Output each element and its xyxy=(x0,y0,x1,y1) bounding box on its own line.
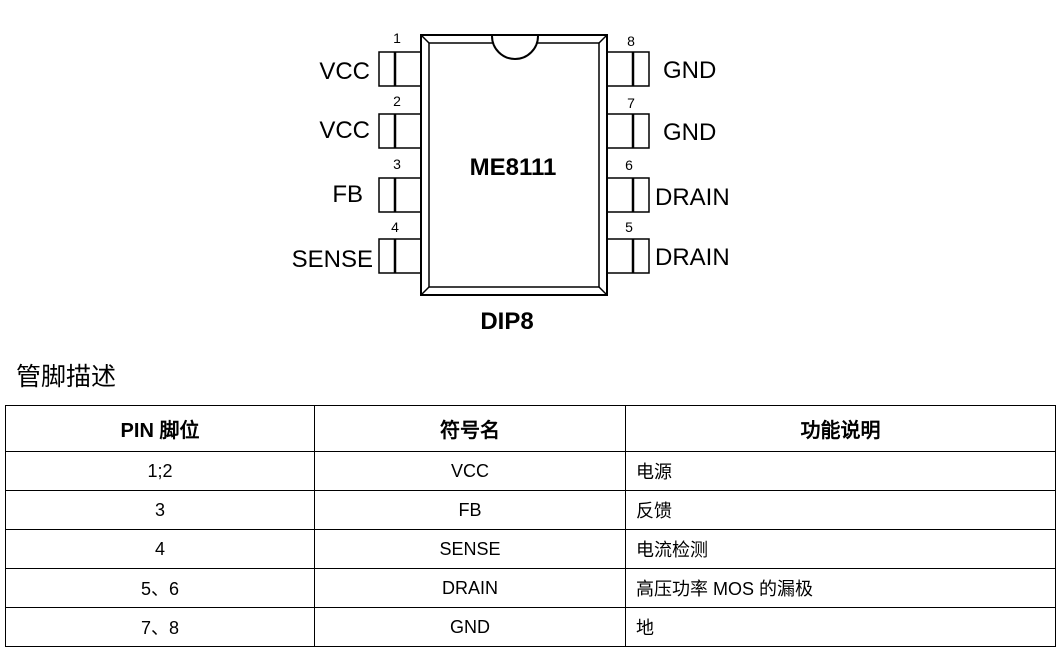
cell-function: 地 xyxy=(625,607,1056,647)
pin-number: 8 xyxy=(627,33,635,49)
pin-label: FB xyxy=(332,181,363,208)
left-pin-4: 4 SENSE xyxy=(292,219,422,274)
header-symbol: 符号名 xyxy=(314,405,626,452)
header-pin: PIN 脚位 xyxy=(5,405,315,452)
cell-function: 反馈 xyxy=(625,490,1056,530)
table-row: 4 SENSE 电流检测 xyxy=(5,529,1056,569)
pin-label: GND xyxy=(663,57,716,84)
cell-symbol: VCC xyxy=(314,451,626,491)
pin-label: VCC xyxy=(319,117,370,144)
cell-symbol: DRAIN xyxy=(314,568,626,608)
cell-pin: 4 xyxy=(5,529,315,569)
pin-number: 7 xyxy=(627,95,635,111)
right-pin-5: 5 DRAIN xyxy=(606,219,730,274)
package-name: DIP8 xyxy=(480,308,533,335)
header-function: 功能说明 xyxy=(625,405,1056,452)
table-row: 7、8 GND 地 xyxy=(5,607,1056,647)
pin-number: 4 xyxy=(391,219,399,235)
cell-pin: 7、8 xyxy=(5,607,315,647)
table-header-row: PIN 脚位 符号名 功能说明 xyxy=(5,405,1056,452)
table-row: 1;2 VCC 电源 xyxy=(5,451,1056,491)
table-row: 3 FB 反馈 xyxy=(5,490,1056,530)
chip-name: ME8111 xyxy=(470,154,557,181)
dip8-pinout-diagram: 1 VCC 2 VCC 3 FB 4 SENSE 8 GND 7 GND 6 D… xyxy=(292,30,730,335)
chip-body-outer xyxy=(420,34,608,296)
cell-pin: 5、6 xyxy=(5,568,315,608)
pin-number: 1 xyxy=(393,30,401,46)
right-pin-7: 7 GND xyxy=(606,95,716,149)
cell-symbol: SENSE xyxy=(314,529,626,569)
cell-pin: 3 xyxy=(5,490,315,530)
pin-label: DRAIN xyxy=(655,244,730,271)
pin-label: GND xyxy=(663,119,716,146)
pin-number: 6 xyxy=(625,157,633,173)
left-pin-3: 3 FB xyxy=(332,156,422,213)
cell-function: 高压功率 MOS 的漏极 xyxy=(625,568,1056,608)
pin-label: DRAIN xyxy=(655,184,730,211)
table-row: 5、6 DRAIN 高压功率 MOS 的漏极 xyxy=(5,568,1056,608)
pin-number: 5 xyxy=(625,219,633,235)
cell-symbol: FB xyxy=(314,490,626,530)
cell-pin: 1;2 xyxy=(5,451,315,491)
pin-label: VCC xyxy=(319,58,370,85)
cell-symbol: GND xyxy=(314,607,626,647)
pin-number: 2 xyxy=(393,93,401,109)
pin-number: 3 xyxy=(393,156,401,172)
pin-label: SENSE xyxy=(292,246,373,273)
pin-description-table: PIN 脚位 符号名 功能说明 1;2 VCC 电源 3 FB 反馈 4 SEN… xyxy=(5,405,1056,647)
left-pin-1: 1 VCC xyxy=(319,30,422,87)
right-pin-6: 6 DRAIN xyxy=(606,157,730,213)
chip-notch xyxy=(491,35,539,60)
cell-function: 电流检测 xyxy=(625,529,1056,569)
right-pin-8: 8 GND xyxy=(606,33,716,87)
left-pin-2: 2 VCC xyxy=(319,93,422,149)
section-title: 管脚描述 xyxy=(16,362,117,391)
cell-function: 电源 xyxy=(625,451,1056,491)
